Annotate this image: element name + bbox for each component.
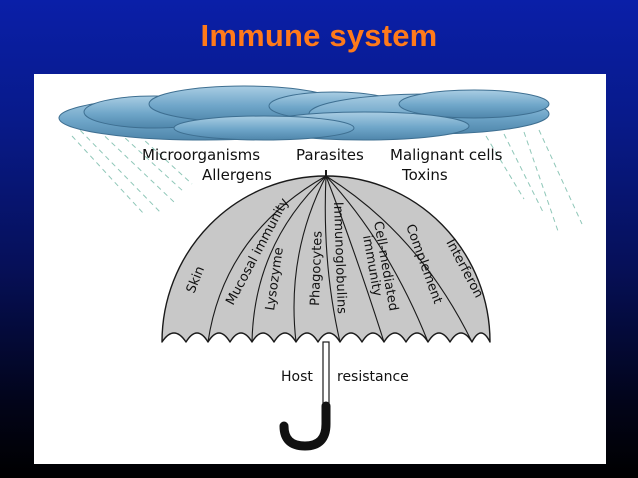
umbrella-canopy	[161, 170, 491, 343]
label-host: Host	[281, 369, 313, 385]
slide-title: Immune system	[200, 18, 438, 53]
label-phagocytes: Phagocytes	[308, 230, 326, 306]
label-toxins: Toxins	[401, 166, 448, 184]
label-allergens: Allergens	[202, 166, 272, 184]
cloud	[58, 85, 550, 141]
label-parasites: Parasites	[296, 146, 364, 164]
umbrella-diagram: Microorganisms Allergens Parasites Malig…	[58, 85, 583, 451]
label-immunoglobulins: Immunoglobulins	[330, 202, 349, 315]
umbrella-handle	[279, 401, 331, 451]
label-resistance: resistance	[337, 369, 409, 385]
diagram-panel: Microorganisms Allergens Parasites Malig…	[34, 74, 606, 464]
label-microorganisms: Microorganisms	[142, 146, 260, 164]
label-malignant-cells: Malignant cells	[390, 146, 503, 164]
